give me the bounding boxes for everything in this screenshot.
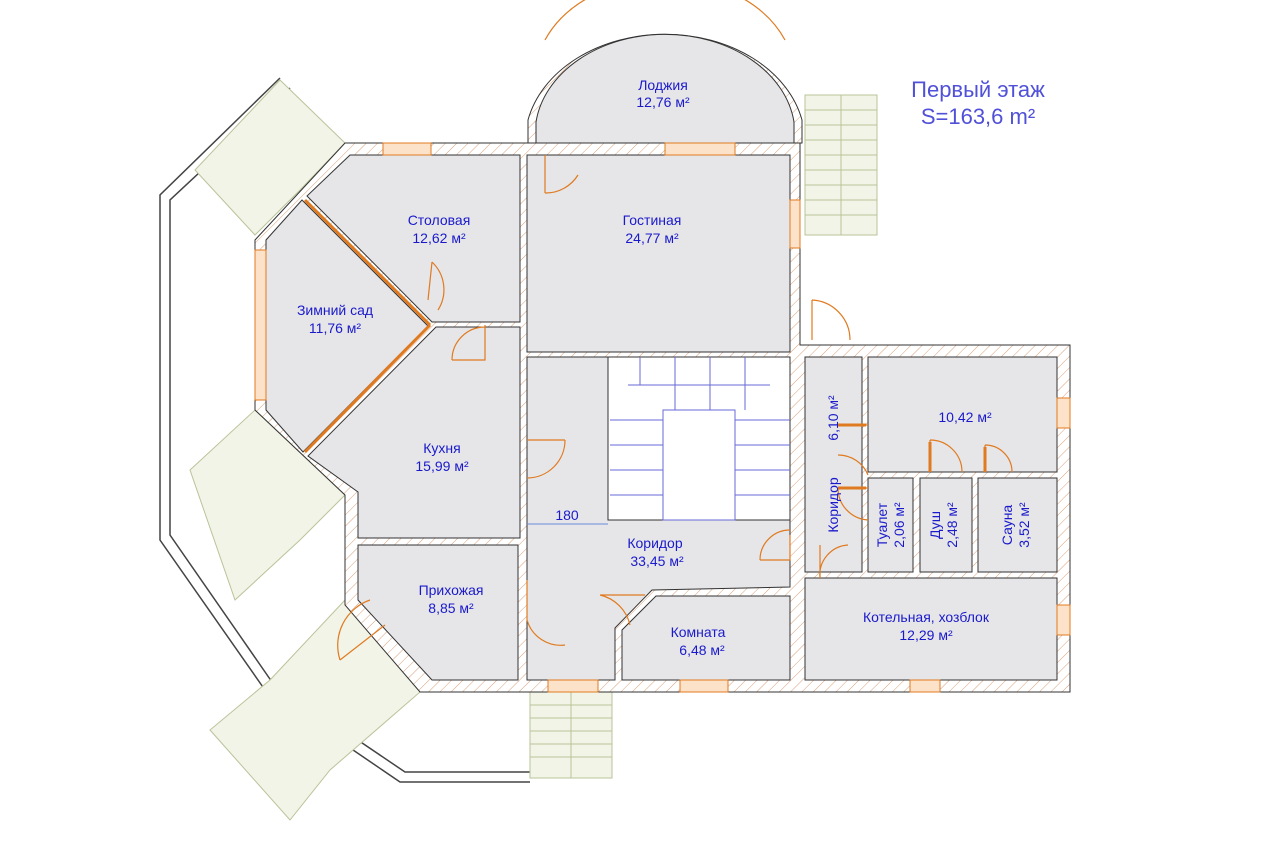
- label-loggia-name: Лоджия: [638, 77, 688, 93]
- label-winter-garden-area: 11,76 м²: [309, 320, 362, 336]
- label-sauna-area: 3,52 м²: [1016, 502, 1032, 548]
- room-small: [621, 595, 791, 681]
- floor-title: Первый этаж: [911, 77, 1045, 102]
- room-dining: [306, 154, 521, 323]
- dimension-180: 180: [527, 507, 608, 525]
- room-hall: [357, 544, 519, 681]
- room-sauna: [977, 477, 1058, 573]
- doors: [337, 155, 1013, 661]
- terrace-inner: [169, 87, 530, 773]
- label-toilet-area: 2,06 м²: [891, 502, 907, 548]
- room-kitchen: [307, 326, 521, 539]
- label-corridor-area: 33,45 м²: [630, 553, 684, 569]
- staircase: [607, 356, 791, 521]
- label-loggia-area: 12,76 м²: [636, 94, 690, 110]
- room-loggia: [535, 33, 795, 144]
- label-winter-garden-name: Зимний сад: [297, 302, 373, 318]
- label-corridor-small-name: Коридор: [825, 477, 841, 533]
- label-living-name: Гостиная: [623, 212, 682, 228]
- room-living: [526, 154, 791, 353]
- label-corridor-small-area: 6,10 м²: [825, 395, 841, 441]
- stair-left-top: [194, 79, 346, 236]
- label-toilet-name: Туалет: [874, 502, 890, 547]
- room-corridor-small: [804, 356, 863, 573]
- label-boiler-name: Котельная, хозблок: [863, 609, 990, 625]
- label-kitchen-name: Кухня: [423, 440, 460, 456]
- label-hall-area: 8,85 м²: [428, 600, 474, 616]
- label-shower-area: 2,48 м²: [944, 502, 960, 548]
- label-1042-area: 10,42 м²: [938, 409, 992, 425]
- terrace-outline: [159, 77, 530, 783]
- label-hall-name: Прихожая: [419, 582, 484, 598]
- room-toilet: [867, 477, 914, 573]
- room-1042: [867, 356, 1058, 473]
- room-boiler: [804, 577, 1058, 681]
- label-dining-name: Столовая: [408, 212, 471, 228]
- label-dining-area: 12,62 м²: [412, 230, 466, 246]
- floor-area: S=163,6 m²: [921, 104, 1035, 129]
- label-shower-name: Душ: [927, 511, 943, 539]
- label-living-area: 24,77 м²: [625, 230, 679, 246]
- room-winter-garden: [265, 199, 429, 453]
- label-kitchen-area: 15,99 м²: [415, 458, 469, 474]
- label-corridor-name: Коридор: [627, 535, 683, 551]
- label-boiler-area: 12,29 м²: [899, 627, 953, 643]
- staircase-lines: [610, 357, 790, 521]
- label-room-area: 6,48 м²: [679, 642, 725, 658]
- outdoor-stairs: [189, 79, 878, 821]
- dimension-label: 180: [555, 507, 579, 523]
- label-sauna-name: Сауна: [999, 505, 1015, 546]
- windows: [254, 142, 1071, 693]
- room-shower: [919, 477, 973, 573]
- label-room-name: Комната: [671, 624, 726, 640]
